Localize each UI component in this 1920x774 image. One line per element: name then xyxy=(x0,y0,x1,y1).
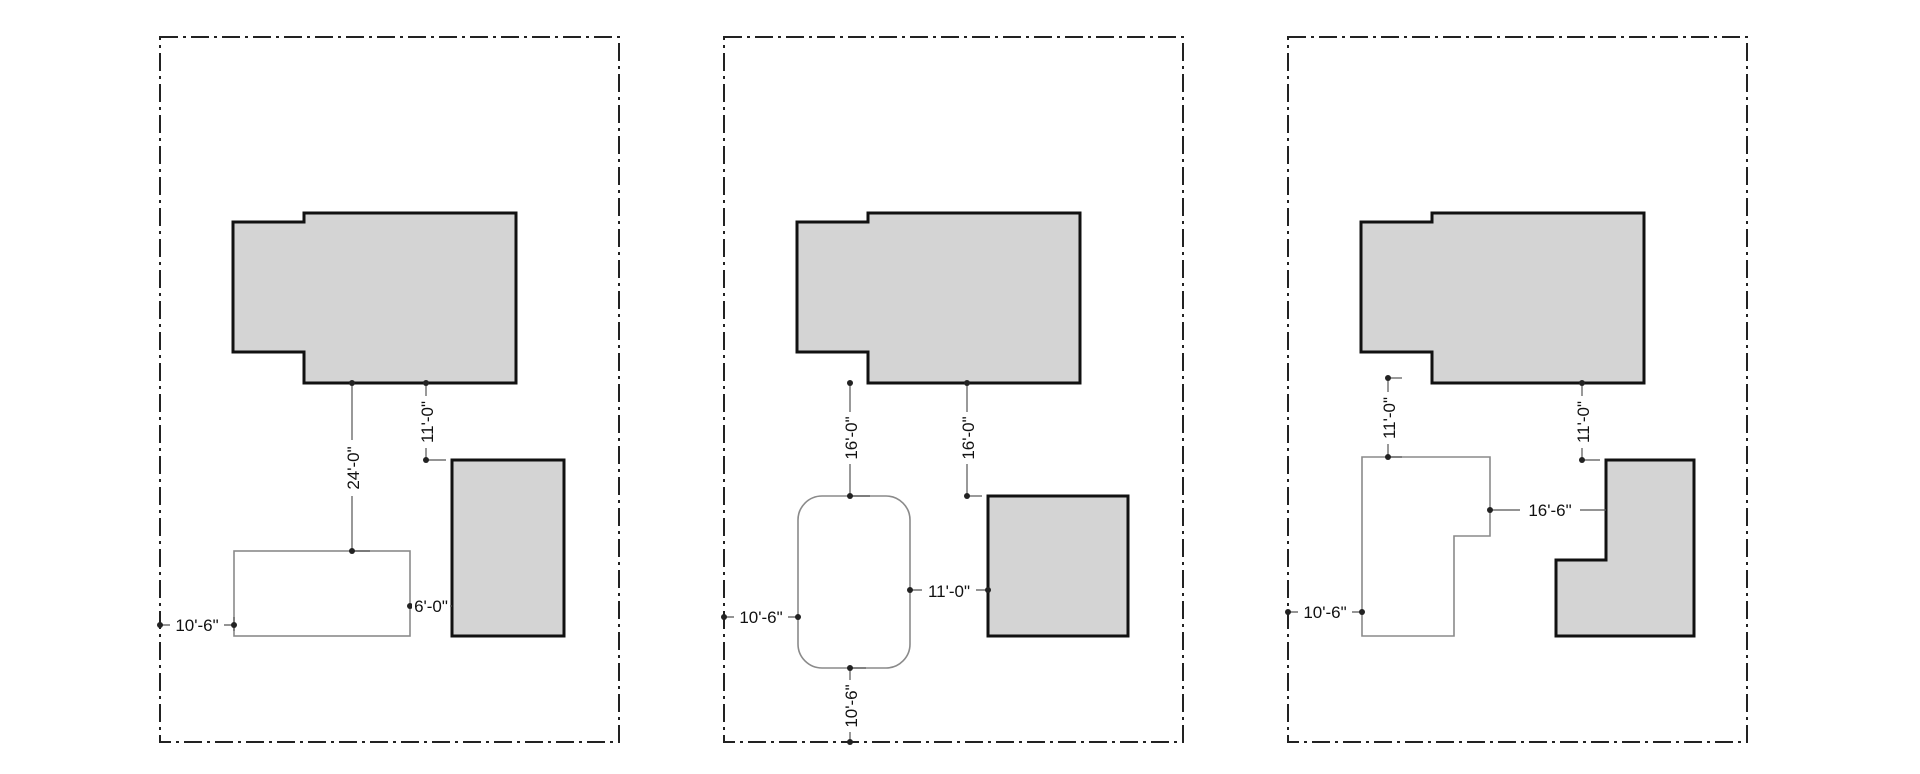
dimension-label: 10'-6" xyxy=(1303,603,1346,622)
dimension-pool-to-shed: 16'-6" xyxy=(1487,499,1606,521)
shed xyxy=(450,458,566,638)
lot-line xyxy=(1287,36,1748,743)
dimension-label: 10'-6" xyxy=(842,684,861,727)
shed xyxy=(986,494,1130,638)
shed xyxy=(1554,458,1696,638)
dimension-label: 16'-6" xyxy=(1528,501,1571,520)
pool xyxy=(1361,456,1491,637)
dimension-pool-to-shed: 11'-0" xyxy=(907,580,991,602)
pool xyxy=(797,495,911,669)
dimension-pool-to-lot-line: 10'-6" xyxy=(1285,601,1365,623)
dimension-label: 6'-0" xyxy=(414,597,448,616)
dimension-label: 10'-6" xyxy=(739,608,782,627)
dimension-pool-to-rear-line: 10'-6" xyxy=(838,665,866,745)
house xyxy=(1359,211,1646,385)
dimension-house-to-shed: 16'-0" xyxy=(955,380,982,499)
house xyxy=(795,211,1082,385)
dimension-pool-to-lot-line: 10'-6" xyxy=(157,614,237,636)
dimension-label: 11'-0" xyxy=(1380,397,1399,439)
pool xyxy=(233,550,411,637)
dimension-label: 10'-6" xyxy=(175,616,218,635)
dimension-label: 16'-0" xyxy=(842,416,861,459)
dimension-label: 24'-0" xyxy=(344,446,363,489)
dimension-pool-to-house: 16'-0" xyxy=(838,380,870,499)
dimension-house-to-shed: 11'-0" xyxy=(414,380,446,463)
site-plan-3: 11'-0" 11'-0" 16'-6" 10'-6" xyxy=(1285,36,1748,743)
dimension-pool-to-house: 11'-0" xyxy=(1376,375,1402,460)
dimension-label: 11'-0" xyxy=(928,582,970,601)
dimension-pool-to-shed: 6'-0" xyxy=(407,597,452,617)
dimension-pool-to-house: 24'-0" xyxy=(340,380,370,554)
dimension-house-to-shed: 11'-0" xyxy=(1570,380,1600,463)
dimension-label: 11'-0" xyxy=(418,401,437,443)
house xyxy=(231,211,518,385)
site-plan-1: 24'-0" 11'-0" 10'-6" 6'-0" xyxy=(157,36,620,743)
lot-line xyxy=(159,36,620,743)
dimension-pool-to-lot-line: 10'-6" xyxy=(721,606,801,628)
lot-line xyxy=(723,36,1184,743)
site-plan-2: 16'-0" 16'-0" 10'-6" 11'-0" xyxy=(721,36,1184,745)
dimension-label: 16'-0" xyxy=(959,416,978,459)
dimension-label: 11'-0" xyxy=(1574,401,1593,443)
